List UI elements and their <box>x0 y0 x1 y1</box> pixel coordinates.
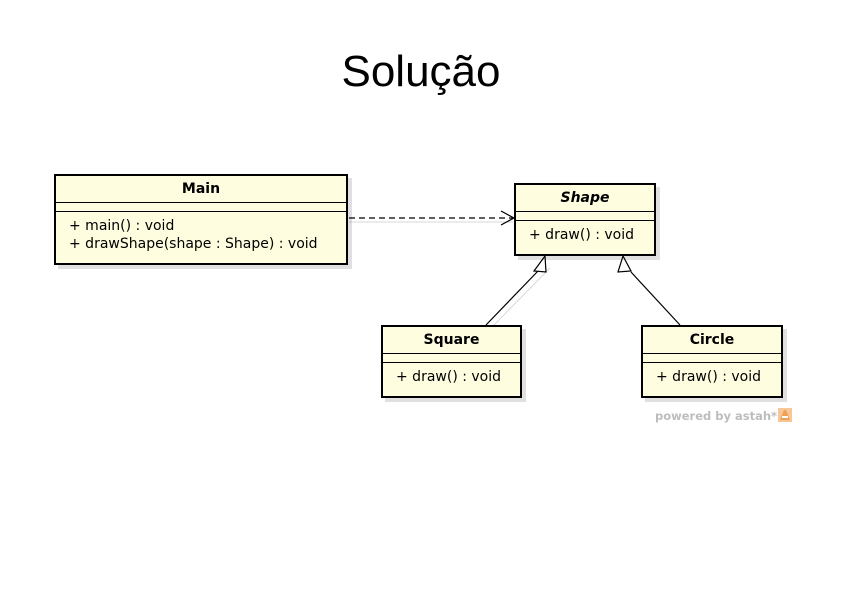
class-shape-name: Shape <box>516 185 654 212</box>
class-square-attributes <box>383 354 520 363</box>
astah-watermark: powered by astah* <box>655 408 793 423</box>
class-circle-attributes <box>643 354 781 363</box>
class-shape-operation: + draw() : void <box>529 227 635 243</box>
class-main-attributes <box>56 203 346 212</box>
circle-generalization-line <box>630 271 681 326</box>
circle-generalization-arrowhead <box>617 254 632 273</box>
class-shape-attributes <box>516 212 654 221</box>
class-main-operation: + main() : void <box>69 218 175 234</box>
square-generalization-shadow <box>491 267 551 328</box>
class-main-operations: + main() : void + drawShape(shape : Shap… <box>56 212 346 253</box>
page-title: Solução <box>341 47 501 96</box>
class-circle-name: Circle <box>643 327 781 354</box>
astah-logo-icon <box>778 408 793 422</box>
class-square[interactable]: Square + draw() : void <box>381 325 522 398</box>
class-square-operations: + draw() : void <box>383 363 520 386</box>
class-square-operation: + draw() : void <box>396 369 502 385</box>
class-square-name: Square <box>383 327 520 354</box>
square-generalization-arrowhead <box>532 254 547 273</box>
class-shape[interactable]: Shape + draw() : void <box>514 183 656 256</box>
class-shape-operations: + draw() : void <box>516 221 654 244</box>
class-circle[interactable]: Circle + draw() : void <box>641 325 783 398</box>
class-main-operation: + drawShape(shape : Shape) : void <box>69 236 318 252</box>
class-circle-operation: + draw() : void <box>656 369 762 385</box>
class-main-name: Main <box>56 176 346 203</box>
class-main[interactable]: Main + main() : void + drawShape(shape :… <box>54 174 348 265</box>
square-generalization-line <box>485 269 540 326</box>
watermark-text: powered by astah* <box>655 409 778 423</box>
class-circle-operations: + draw() : void <box>643 363 781 386</box>
